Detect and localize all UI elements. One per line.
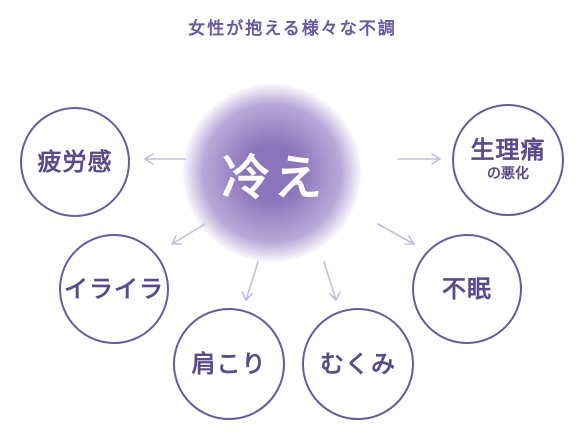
node-insomnia: 不眠: [412, 234, 522, 344]
arrow-to-swelling: [323, 261, 341, 301]
node-menstrual-pain-sublabel: の悪化: [487, 165, 529, 182]
diagram-title: 女性が抱える様々な不調: [188, 19, 397, 39]
arrow-to-stiff-shoulders: [241, 261, 259, 301]
node-fatigue: 疲労感: [20, 107, 130, 217]
node-swelling-label: むくみ: [320, 349, 396, 378]
node-insomnia-label: 不眠: [442, 274, 492, 303]
node-stiff-shoulders-label: 肩こり: [191, 349, 267, 378]
node-swelling: むくみ: [302, 308, 414, 420]
node-fatigue-label: 疲労感: [37, 147, 113, 176]
arrow-to-insomnia: [377, 223, 415, 245]
center-glow-circle: 冷え: [183, 84, 361, 262]
node-irritation: イライラ: [59, 234, 169, 344]
arrow-to-irritation: [171, 223, 206, 245]
center-label: 冷え: [221, 150, 326, 206]
node-menstrual-pain-label: 生理痛: [470, 136, 546, 165]
node-irritation-label: イライラ: [64, 274, 164, 303]
arrow-to-menstrual: [397, 153, 441, 165]
node-stiff-shoulders: 肩こり: [173, 308, 285, 420]
arrow-to-fatigue: [144, 153, 186, 165]
node-menstrual-pain: 生理痛 の悪化: [452, 104, 564, 216]
